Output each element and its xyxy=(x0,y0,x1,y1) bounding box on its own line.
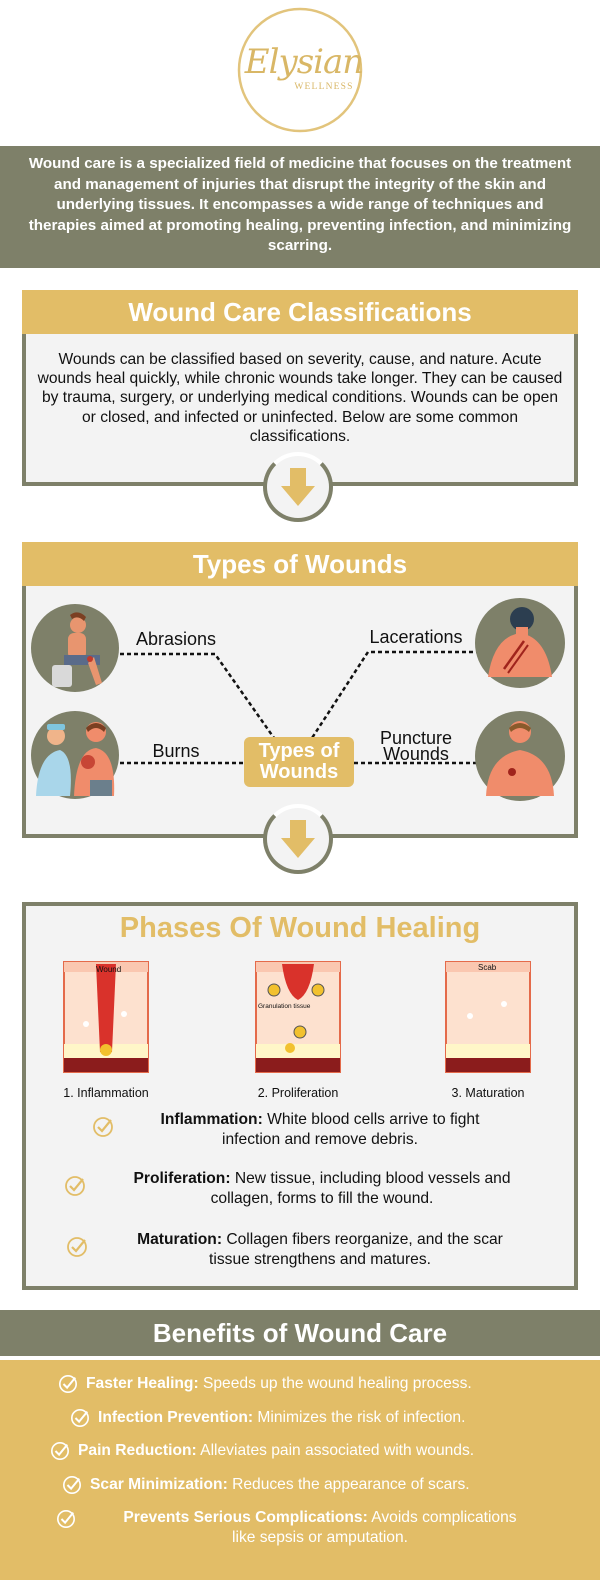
puncture-illustration xyxy=(475,711,565,801)
brand-logo-subtitle: WELLNESS xyxy=(294,82,354,92)
label-lacerations: Lacerations xyxy=(369,627,463,647)
check-circle-icon xyxy=(51,1442,69,1460)
check-circle-icon xyxy=(63,1476,81,1494)
label-puncture-wounds: Puncture Wounds xyxy=(366,728,466,764)
intro-band: Wound care is a specialized field of med… xyxy=(0,146,600,268)
down-arrow-badge-2 xyxy=(263,804,333,874)
lacerations-illustration xyxy=(475,598,565,688)
caption-maturation: 3. Maturation xyxy=(451,1086,525,1100)
center-badge-line1: Types of xyxy=(258,740,340,762)
arrow-down-icon xyxy=(281,820,315,858)
benefits-panel xyxy=(0,1360,600,1580)
types-panel xyxy=(22,542,578,838)
phase-item-proliferation: Proliferation: New tissue, including blo… xyxy=(133,1170,511,1207)
check-circle-icon xyxy=(65,1176,85,1196)
classifications-text: Wounds can be classified based on severi… xyxy=(37,351,563,445)
types-center-badge: Types of Wounds xyxy=(244,737,354,787)
types-connectors xyxy=(120,650,480,765)
label-puncture-line2: Wounds xyxy=(383,744,449,764)
stage-inflammation-illustration: Wound xyxy=(63,961,149,1073)
stage2-label: Granulation tissue xyxy=(258,1003,311,1010)
label-abrasions: Abrasions xyxy=(135,629,217,649)
label-burns: Burns xyxy=(152,741,200,761)
abrasions-illustration xyxy=(31,604,119,692)
check-circle-icon xyxy=(93,1117,113,1137)
check-circle-icon xyxy=(59,1375,77,1393)
center-badge-line2: Wounds xyxy=(259,761,339,783)
stage3-label: Scab xyxy=(478,963,497,972)
stage1-label: Wound xyxy=(96,965,121,974)
down-arrow-badge-1 xyxy=(263,452,333,522)
classifications-title: Wound Care Classifications xyxy=(22,290,578,334)
benefit-item-faster-healing: Faster Healing: Speeds up the wound heal… xyxy=(86,1375,472,1392)
benefits-title: Benefits of Wound Care xyxy=(0,1310,600,1356)
benefit-item-pain-reduction: Pain Reduction: Alleviates pain associat… xyxy=(78,1442,475,1459)
phases-title: Phases Of Wound Healing xyxy=(119,912,481,944)
caption-inflammation: 1. Inflammation xyxy=(63,1086,149,1100)
intro-text: Wound care is a specialized field of med… xyxy=(28,155,572,255)
stage-proliferation-illustration: Granulation tissue xyxy=(255,961,341,1073)
phase-item-maturation: Maturation: Collagen fibers reorganize, … xyxy=(137,1231,503,1268)
label-puncture-line1: Puncture xyxy=(379,728,453,748)
caption-proliferation: 2. Proliferation xyxy=(257,1086,339,1100)
check-circle-icon xyxy=(67,1237,87,1257)
benefit-item-prevents-complications: Prevents Serious Complications: Avoids c… xyxy=(123,1509,517,1546)
types-title: Types of Wounds xyxy=(22,542,578,586)
burns-illustration xyxy=(31,711,119,799)
benefit-item-infection-prevention: Infection Prevention: Minimizes the risk… xyxy=(98,1409,466,1426)
arrow-down-icon xyxy=(281,468,315,506)
brand-logo-ring xyxy=(237,7,363,133)
benefit-item-scar-minimization: Scar Minimization: Reduces the appearanc… xyxy=(90,1476,470,1493)
phase-item-inflammation: Inflammation: White blood cells arrive t… xyxy=(160,1111,480,1148)
check-circle-icon xyxy=(57,1510,75,1528)
stage-maturation-illustration: Scab xyxy=(445,961,531,1073)
check-circle-icon xyxy=(71,1409,89,1427)
brand-logo-script: Elysian xyxy=(244,42,364,82)
